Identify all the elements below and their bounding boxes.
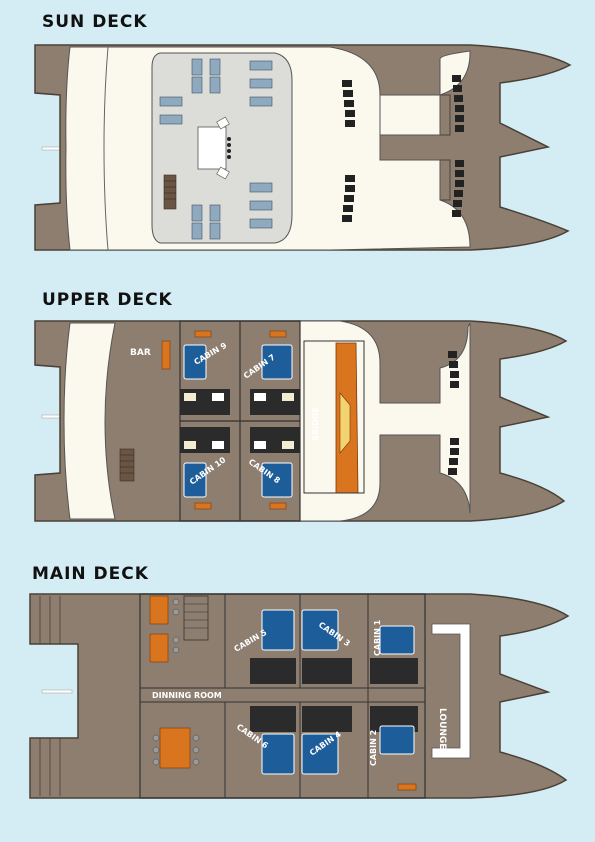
cabin-2-label: CABIN 2	[369, 730, 378, 766]
bridge-label: BRIDGE	[311, 407, 320, 441]
chair-icon	[152, 598, 200, 766]
stairs-icon	[163, 174, 177, 210]
sofa	[161, 330, 287, 510]
stairs-icon	[119, 448, 135, 482]
main-deck-plan: DINNING ROOM LOUNGE CABIN 5 CABIN 3 CABI…	[29, 593, 570, 799]
bed-icon	[183, 344, 293, 498]
cabin-1-label: CABIN 1	[373, 619, 382, 656]
upper-deck-plan: BAR CABIN 9 CABIN 7 CABIN 10 CABIN 8 BRI…	[34, 320, 568, 522]
sun-deck-plan	[34, 44, 572, 251]
sunbed-icon	[159, 58, 273, 240]
bathroom	[180, 389, 300, 453]
window-icon	[342, 75, 464, 222]
bed-icon	[261, 609, 415, 775]
stairs-icon	[183, 595, 209, 641]
main-deck-hull	[29, 593, 570, 799]
dining-room-label: DINNING ROOM	[152, 691, 222, 700]
upper-deck-title: UPPER DECK	[42, 290, 173, 310]
dining-table	[149, 595, 417, 791]
lounge-label: LOUNGE	[437, 708, 447, 749]
window-icon	[448, 351, 459, 475]
main-deck-title: MAIN DECK	[32, 564, 149, 584]
sun-deck-table	[197, 116, 231, 180]
lounge-sofa	[431, 623, 471, 759]
sun-deck-title: SUN DECK	[42, 12, 148, 32]
bathroom	[250, 658, 418, 732]
bar-label: BAR	[130, 348, 151, 358]
